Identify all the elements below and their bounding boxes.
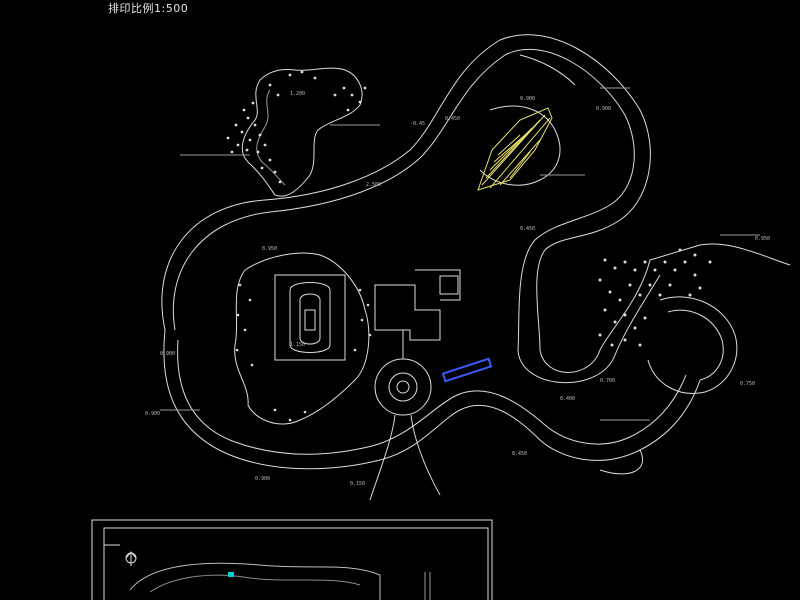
south-loop [163, 329, 701, 470]
terrace-north [374, 284, 441, 341]
island-outline [234, 252, 370, 425]
elev-label-7: 0.900 [160, 351, 175, 357]
tree-cluster-island [235, 283, 372, 422]
round-plaza-core [396, 380, 410, 394]
elev-label-16: 0.450 [445, 116, 460, 122]
elev-label-1: -0.45 [410, 121, 425, 127]
elev-label-17: 0.700 [600, 378, 615, 384]
building-inner [299, 293, 321, 345]
elev-label-10: 0.900 [255, 476, 270, 482]
east-pavilion-arc-inner [667, 309, 724, 381]
elev-label-12: 0.750 [740, 381, 755, 387]
nw-lake-outline [241, 67, 363, 197]
elev-label-6: 0.950 [262, 246, 277, 252]
nw-lake-shore [256, 89, 286, 186]
inset-frame-inner [103, 527, 489, 600]
building-outer [274, 274, 346, 361]
elev-label-14: 0.950 [755, 236, 770, 242]
inner-path-boundary [172, 49, 661, 384]
elev-label-15: 1.200 [290, 91, 305, 97]
hatched-pier [477, 107, 553, 191]
inset-map-detail [149, 574, 361, 593]
inset-frame-outer [91, 519, 493, 600]
pavilion-square [439, 275, 459, 295]
north-walk [519, 54, 576, 86]
terrace-east [415, 269, 461, 301]
elev-label-4: 0.450 [520, 226, 535, 232]
building-courtyard [304, 309, 316, 331]
plaza-path-south-2 [410, 414, 441, 496]
inset-cyan-marker [228, 572, 234, 577]
building-oval [289, 282, 331, 353]
elev-label-18: 0.900 [520, 96, 535, 102]
round-plaza-outer [374, 358, 432, 416]
outer-path-boundary [161, 34, 791, 373]
round-plaza-inner [388, 372, 418, 402]
drawing-title: 排印比例1:500 [108, 2, 189, 15]
elev-label-11: 0.450 [512, 451, 527, 457]
south-loop-inner [177, 339, 687, 455]
east-pavilion-arc [647, 296, 738, 394]
east-boundary [599, 449, 643, 475]
tree-cluster-east [598, 248, 712, 347]
north-arrow-ring [125, 552, 137, 564]
highlighted-bridge [441, 357, 493, 383]
elev-label-3: 0.900 [596, 106, 611, 112]
tree-cluster-ne [268, 70, 367, 112]
north-arrow [125, 551, 137, 566]
inset-map-outline [129, 562, 381, 600]
elev-label-9: 0.150 [350, 481, 365, 487]
elev-label-13: 0.400 [560, 396, 575, 402]
elev-label-8: 0.900 [145, 411, 160, 417]
elev-label-2: 2.500 [366, 182, 381, 188]
elev-label-5: 1.150 [290, 342, 305, 348]
plaza-path-south [369, 414, 396, 501]
north-lake-shore [479, 105, 561, 186]
tree-cluster-nw [226, 101, 282, 184]
